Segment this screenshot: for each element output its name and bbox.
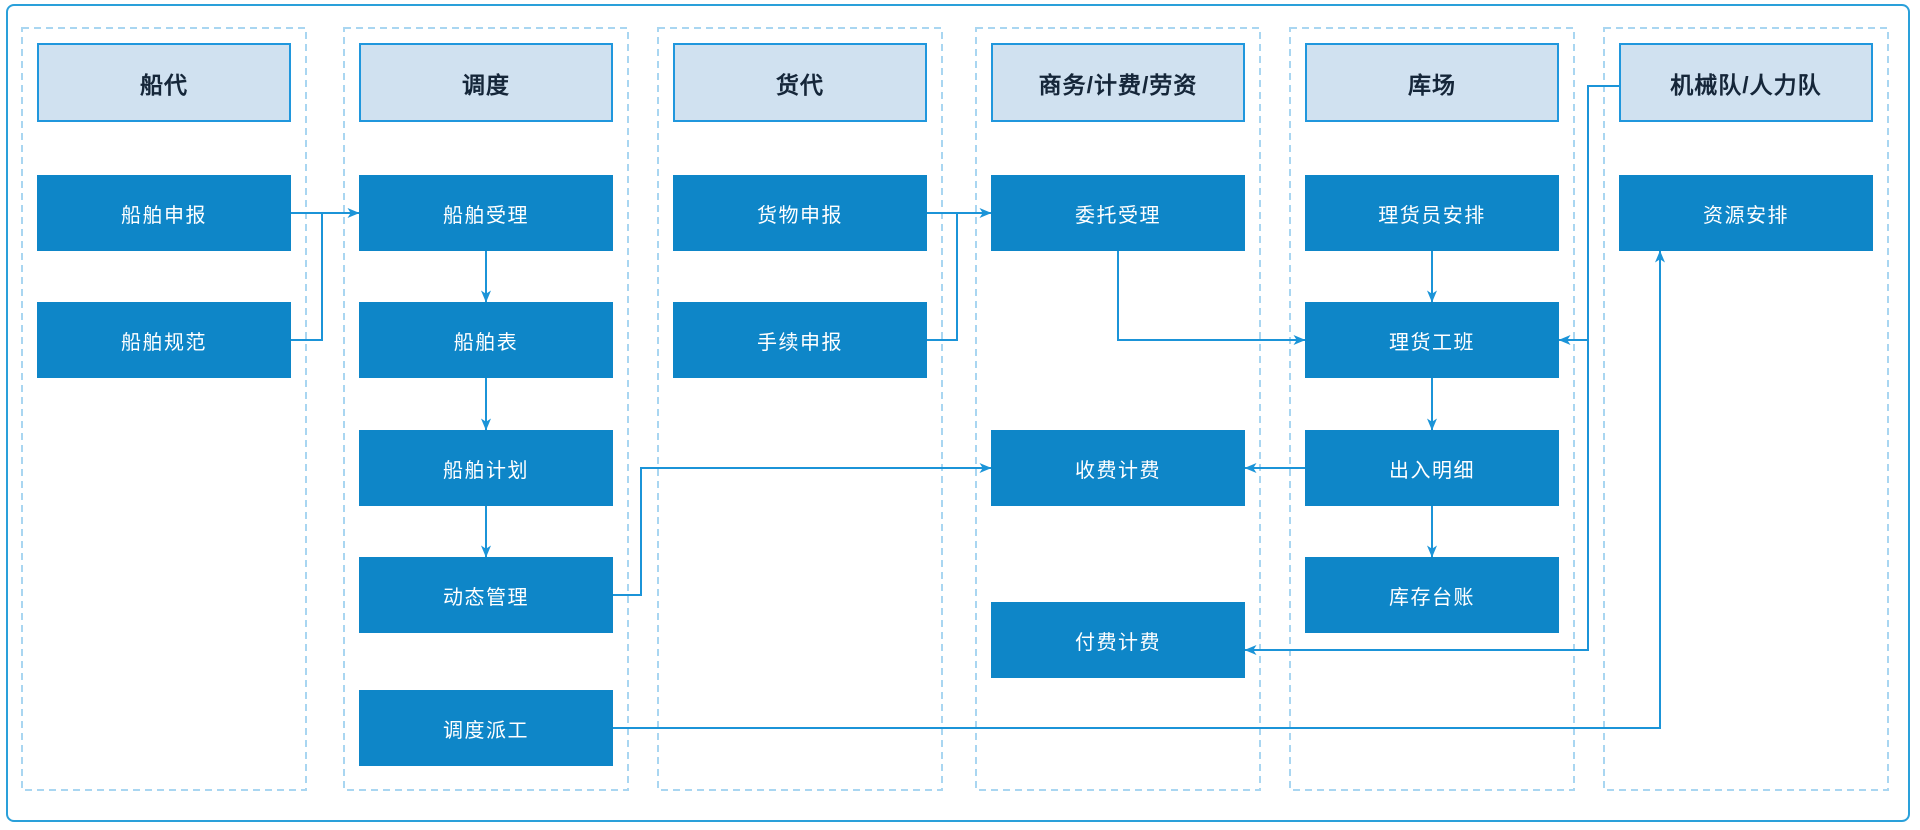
node-dynamic-mgmt: 动态管理 [359,557,613,633]
node-tally-arrange: 理货员安排 [1305,175,1559,251]
node-ship-declare: 船舶申报 [37,175,291,251]
lane-header-ship-agent: 船代 [37,43,291,122]
connector-dynamic-mgmt-to-charge-billing [613,463,992,596]
lane-borders [21,27,1889,791]
connector-procedure-declare-merge [927,213,958,341]
node-ship-spec: 船舶规范 [37,302,291,378]
node-tally-shift: 理货工班 [1305,302,1559,378]
lane-dispatch [343,27,629,791]
node-inventory-ledger: 库存台账 [1305,557,1559,633]
node-pay-billing: 付费计费 [991,602,1245,678]
node-ship-plan: 船舶计划 [359,430,613,506]
node-cargo-declare: 货物申报 [673,175,927,251]
lane-header-dispatch: 调度 [359,43,613,122]
lane-yard [1289,27,1575,791]
lane-commerce-billing [975,27,1261,791]
lane-freight-forwarder [657,27,943,791]
lane-header-commerce-billing: 商务/计费/劳资 [991,43,1245,122]
connector-dispatch-work-to-resource-arrange [613,250,1665,729]
lane-machinery-team [1603,27,1889,791]
node-inout-detail: 出入明细 [1305,430,1559,506]
connector-ship-spec-merge [291,213,323,341]
lane-header-machinery-team: 机械队/人力队 [1619,43,1873,122]
connector-machinery-to-pay-billing [1244,85,1619,655]
lane-header-freight-forwarder: 货代 [673,43,927,122]
node-entrust-accept: 委托受理 [991,175,1245,251]
node-dispatch-work: 调度派工 [359,690,613,766]
outer-frame [6,4,1910,822]
connector-entrust-accept-to-tally-shift [1117,251,1306,345]
lane-ship-agent [21,27,307,791]
node-charge-billing: 收费计费 [991,430,1245,506]
node-ship-accept: 船舶受理 [359,175,613,251]
node-resource-arrange: 资源安排 [1619,175,1873,251]
lane-header-yard: 库场 [1305,43,1559,122]
connectors [291,85,1665,729]
node-ship-table: 船舶表 [359,302,613,378]
node-procedure-declare: 手续申报 [673,302,927,378]
